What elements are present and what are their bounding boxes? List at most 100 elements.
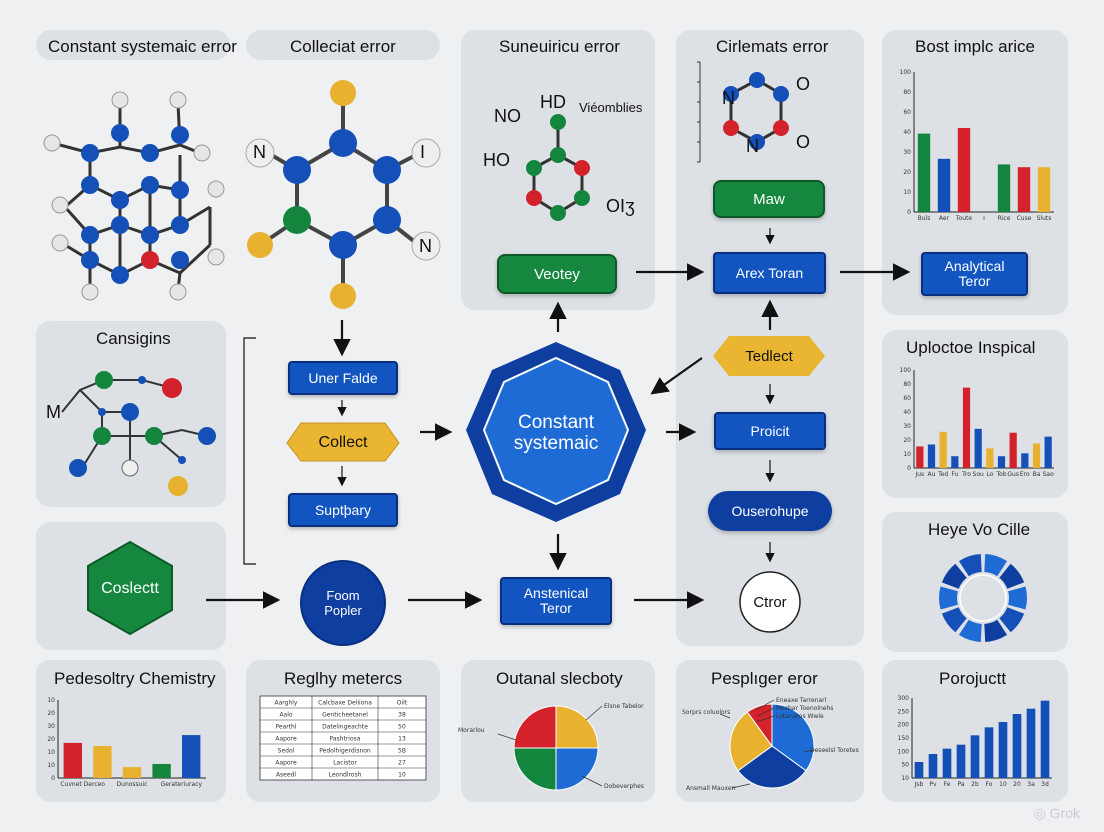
x-tick-label: Tob <box>995 471 1006 478</box>
bar <box>1009 432 1017 468</box>
node-center-label[interactable]: Constant systemaic <box>513 412 599 454</box>
bar <box>928 754 938 778</box>
y-tick-label: 30 <box>903 423 911 430</box>
node-coslectt-label[interactable]: Coslectt <box>101 579 159 597</box>
table-cell: Aseedl <box>276 772 296 779</box>
node-center-heptagon[interactable] <box>456 338 656 528</box>
bar <box>122 767 142 778</box>
node-collect-shape[interactable] <box>285 422 401 463</box>
molecule-hexagon-network <box>43 91 225 301</box>
table-cell: Genticheetanel <box>322 712 368 719</box>
x-tick-label: 3a <box>1027 781 1035 788</box>
y-tick-label: 250 <box>898 708 910 715</box>
bar <box>942 748 952 778</box>
y-tick-label: 300 <box>898 695 910 702</box>
node-foom-popler-label[interactable]: Foom Popler <box>324 588 362 618</box>
pie-slice <box>746 703 773 748</box>
node-vectey[interactable]: Veotey <box>497 254 617 294</box>
ring-segment <box>939 586 958 610</box>
node-coslectt-hexagon[interactable] <box>80 540 180 636</box>
y-tick-label: 40 <box>903 409 911 416</box>
molecule-ring-no <box>723 72 789 150</box>
table-cell: Pedolhigerdisnon <box>319 748 371 755</box>
y-tick-label: 0 <box>907 465 911 472</box>
ring-segment <box>941 563 967 589</box>
node-suptpary[interactable]: Suptþary <box>288 493 398 527</box>
molecule-hexring-oh <box>526 114 590 221</box>
y-tick-label: 100 <box>900 69 912 76</box>
y-tick-label: 80 <box>903 381 911 388</box>
pie-label: Elsne Tabelor <box>604 703 644 710</box>
bar <box>956 744 966 778</box>
pie-slice <box>555 747 599 791</box>
bar <box>93 746 112 778</box>
node-foom-popler-circle[interactable] <box>298 558 388 648</box>
node-tedlect-label[interactable]: Tedlect <box>745 347 793 365</box>
node-analytical[interactable]: Analytical Teror <box>921 252 1028 296</box>
title-porojuctt: Porojuctt <box>939 669 1007 688</box>
x-tick-label: Dunossuic <box>117 781 148 788</box>
node-arex[interactable]: Arex Toran <box>713 252 826 294</box>
table-cell: Leondlrosh <box>329 772 362 779</box>
bar <box>998 722 1008 778</box>
y-tick-label: 60 <box>903 395 911 402</box>
node-ctror-label[interactable]: Ctror <box>753 593 787 611</box>
bar <box>1017 167 1031 212</box>
y-tick-label: 20 <box>47 736 55 743</box>
node-ouser[interactable]: Ouserohupe <box>708 491 832 531</box>
pie-label: Sorprs coluolors <box>682 709 730 716</box>
x-tick-label: Cuvnet Derceo <box>60 781 105 788</box>
y-tick-label: 150 <box>898 735 910 742</box>
y-tick-label: 20 <box>903 437 911 444</box>
title-cirlemats: Cirlemats error <box>716 37 829 56</box>
x-tick-label: Gerateriuracy <box>161 781 203 788</box>
panel-constant-systemaic <box>36 30 230 60</box>
bar <box>916 446 924 468</box>
bar <box>962 387 971 468</box>
y-tick-label: 20 <box>903 169 911 176</box>
panel-uploctoe <box>882 330 1068 498</box>
y-tick-label: 10 <box>47 762 55 769</box>
pie-label: Morarlou <box>458 727 485 734</box>
x-tick-label: Sao <box>1043 471 1054 478</box>
pie-slice <box>513 747 557 791</box>
label-n1: N <box>722 88 735 108</box>
y-tick-label: 30 <box>903 149 911 156</box>
node-ctror-circle[interactable] <box>738 570 802 634</box>
x-tick-label: Rice <box>998 215 1011 222</box>
node-tedlect-shape[interactable] <box>711 336 827 378</box>
pie-label: Eneaxe Tarrenarl <box>776 697 827 704</box>
label-oi: OIʒ <box>606 196 635 216</box>
x-tick-label: Jus <box>914 471 924 478</box>
y-tick-label: 10 <box>903 451 911 458</box>
y-tick-label: 0 <box>51 775 55 782</box>
ring-segment <box>958 554 982 577</box>
node-maw[interactable]: Maw <box>713 180 825 218</box>
table-cell: 27 <box>398 760 406 767</box>
molecule-cansigins <box>61 371 216 496</box>
title-collectiat: Collеciat error <box>290 37 396 56</box>
node-proicit[interactable]: Proicit <box>714 412 826 450</box>
table-cell: 10 <box>398 772 406 779</box>
bar <box>914 762 924 778</box>
bar <box>1021 453 1029 468</box>
x-tick-label: Tro <box>961 471 971 478</box>
y-tick-label: 10 <box>47 697 55 704</box>
label-n-right-top: I <box>420 142 426 162</box>
bar <box>986 448 994 468</box>
node-uner-falde[interactable]: Uner Falde <box>288 361 398 395</box>
ring-segment <box>941 607 967 633</box>
node-ansten[interactable]: Anstenical Teror <box>500 577 612 625</box>
node-collect-label[interactable]: Collect <box>318 433 368 451</box>
ring-segment <box>999 563 1025 589</box>
x-tick-label: Jsb <box>914 781 924 788</box>
bar <box>1037 167 1051 212</box>
x-tick-label: Lo <box>986 471 993 478</box>
x-tick-label: 2b <box>971 781 979 788</box>
title-heye-vo: Heye Vo Cille <box>928 520 1031 539</box>
